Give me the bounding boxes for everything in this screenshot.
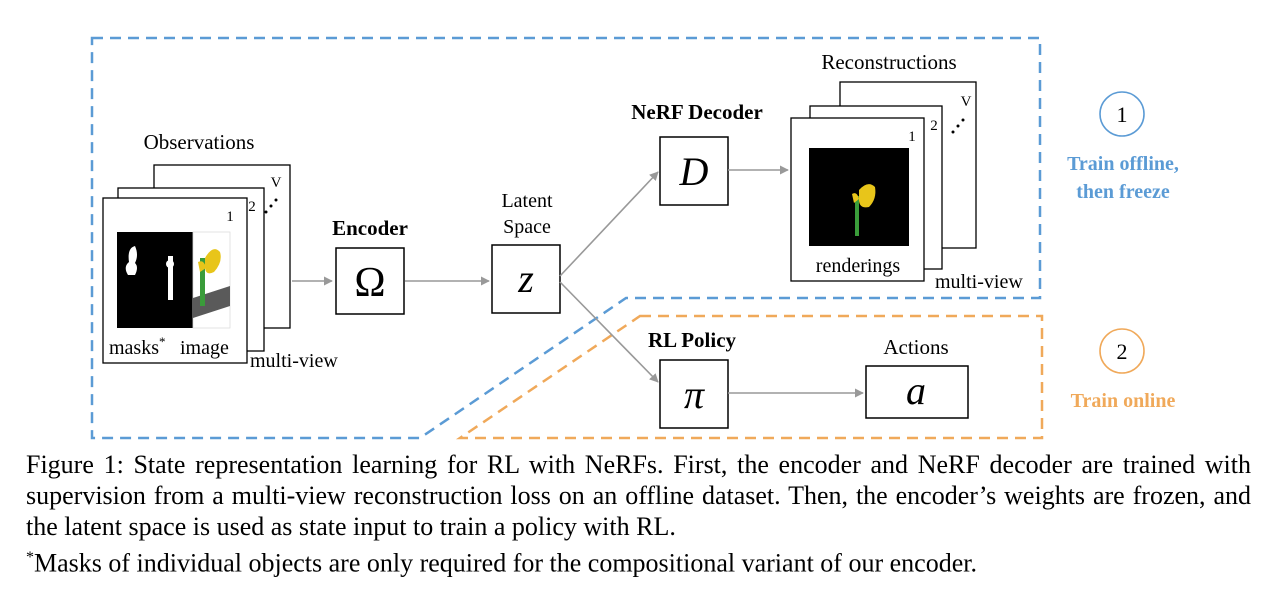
- actions-label: Actions: [883, 335, 948, 359]
- latent-label-line2: Space: [503, 216, 551, 238]
- rec-view-1-label: 1: [908, 129, 916, 145]
- rl-policy-title: RL Policy: [648, 328, 737, 352]
- arrow-latent-to-decoder: [559, 171, 659, 277]
- policy-box: [659, 359, 729, 429]
- caption-footnote: *Masks of individual objects are only re…: [26, 542, 1251, 579]
- rec-multiview-label: multi-view: [935, 271, 1023, 293]
- renderings-label: renderings: [816, 255, 901, 277]
- stage2-number: 2: [1117, 339, 1128, 364]
- stage1-label-line1: Train offline,: [1067, 153, 1179, 175]
- action-symbol: a: [906, 368, 926, 413]
- stage1-region: [90, 36, 1042, 440]
- stage1-badge: [1099, 91, 1145, 137]
- decoder-box: [659, 136, 729, 206]
- rec-view-v-label: V: [961, 94, 972, 110]
- image-thumbnail: [192, 231, 231, 329]
- arrow-latent-to-policy: [559, 281, 659, 383]
- rendering-thumbnail: [809, 148, 909, 246]
- obs-masks-label: masks*: [109, 334, 166, 359]
- latent-symbol: z: [517, 256, 534, 301]
- stage2-region: [455, 314, 1044, 440]
- stage2-badge: [1099, 328, 1145, 374]
- footnote-marker: *: [26, 549, 34, 566]
- obs-image-label: image: [180, 337, 229, 359]
- rec-ellipsis-icon: [951, 118, 965, 134]
- encoder-symbol: Ω: [354, 260, 385, 306]
- stage2-label: Train online: [1071, 390, 1176, 412]
- stage1-number: 1: [1117, 102, 1128, 127]
- latent-box: [491, 244, 561, 314]
- obs-view-v-label: V: [271, 175, 282, 191]
- encoder-box: [335, 247, 405, 315]
- footnote-text: Masks of individual objects are only req…: [34, 548, 977, 578]
- caption-text: Figure 1: State representation learning …: [26, 450, 1251, 541]
- pipeline-diagram: Observations V 2 1 masks* image multi-vi…: [90, 36, 1179, 440]
- rec-view-2-label: 2: [930, 118, 938, 134]
- mask-thumbnail-2: [150, 232, 193, 328]
- policy-symbol: π: [684, 372, 705, 417]
- stage1-label-line2: then freeze: [1076, 181, 1170, 203]
- obs-view-1-label: 1: [226, 209, 234, 225]
- latent-label-line1: Latent: [501, 190, 553, 212]
- obs-ellipsis-icon: [264, 198, 278, 214]
- obs-multiview-label: multi-view: [250, 350, 338, 372]
- reconstructions-label: Reconstructions: [821, 50, 956, 74]
- obs-view-2-label: 2: [248, 199, 256, 215]
- figure-caption: Figure 1: State representation learning …: [26, 449, 1251, 579]
- decoder-symbol: D: [679, 149, 709, 194]
- action-box: [865, 365, 969, 419]
- observations-label: Observations: [144, 130, 255, 154]
- nerf-decoder-title: NeRF Decoder: [631, 100, 763, 124]
- encoder-title: Encoder: [332, 216, 408, 240]
